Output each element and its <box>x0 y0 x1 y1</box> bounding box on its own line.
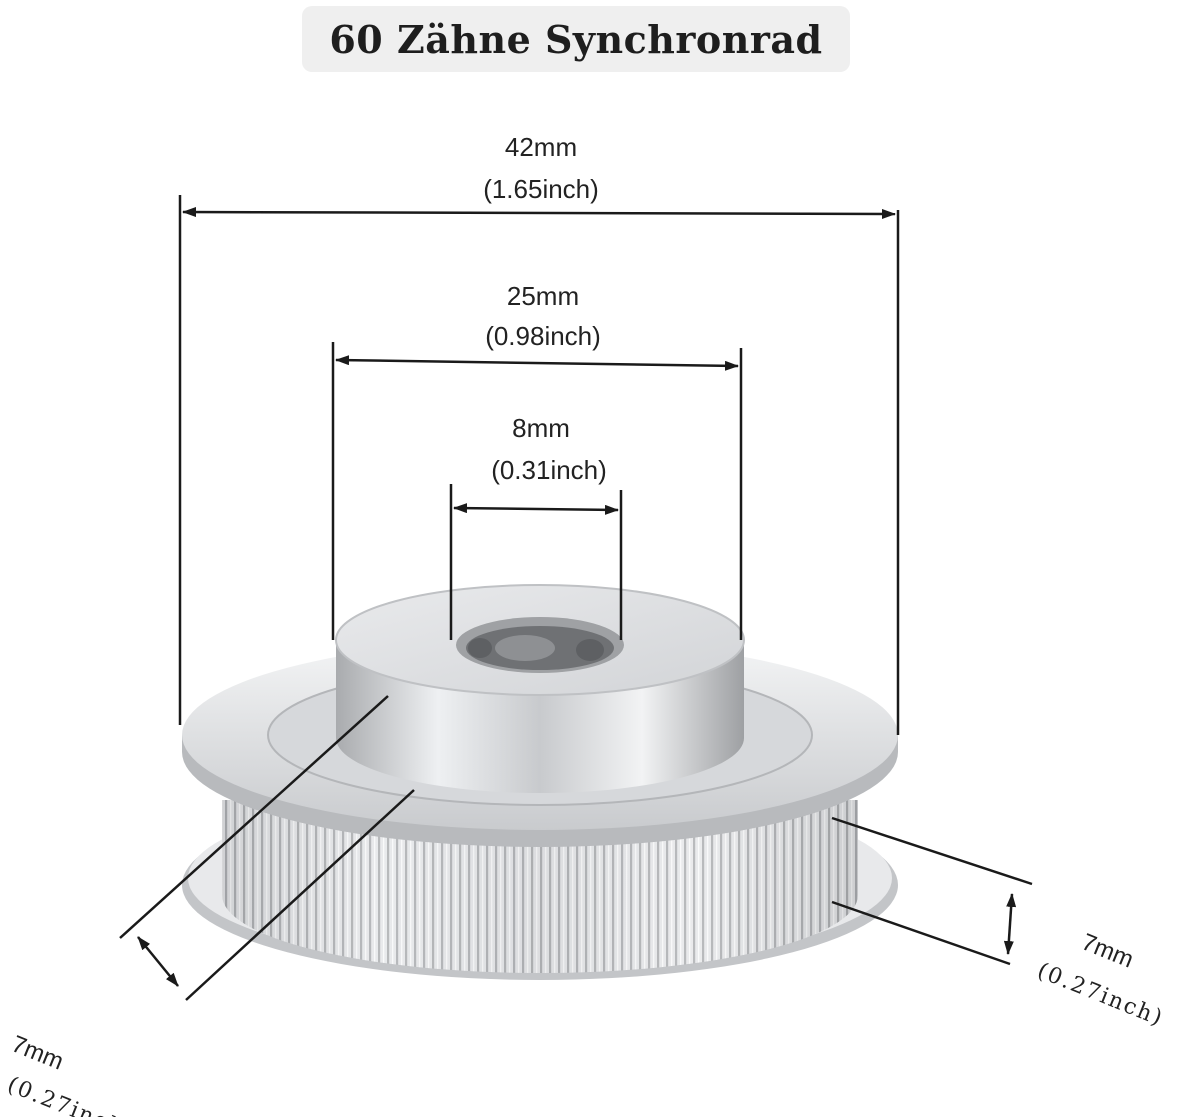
bore-diameter-mm: 8mm <box>512 413 570 443</box>
dimension-lines <box>119 195 1033 1001</box>
belt-width-ext-bottom <box>831 900 1011 966</box>
outer-diameter-arrow <box>182 207 896 219</box>
hub-height-mm: 7mm <box>8 1031 68 1076</box>
set-screw-hole-left <box>468 638 492 658</box>
hub-height-arrow <box>137 936 179 987</box>
belt-width-inch: (0.27inch) <box>1034 958 1167 1031</box>
outer-diameter-inch: (1.65inch) <box>483 174 599 204</box>
hub-diameter-mm: 25mm <box>507 281 579 311</box>
bore-diameter-inch: (0.31inch) <box>491 455 607 485</box>
hub-diameter-arrow <box>335 355 739 371</box>
set-screw-hole-right <box>576 639 604 661</box>
hub-diameter-inch: (0.98inch) <box>485 321 601 351</box>
belt-width-arrow <box>1003 893 1017 955</box>
bore-diameter-arrow <box>453 503 619 515</box>
belt-width-mm: 7mm <box>1078 929 1138 974</box>
hub-height-inch: (0.27inch) <box>4 1072 137 1117</box>
title-banner: 60 Zähne Synchronrad <box>302 6 850 72</box>
belt-width-ext-top <box>831 816 1033 886</box>
hub-height-ext-bottom <box>185 789 415 1001</box>
outer-diameter-mm: 42mm <box>505 132 577 162</box>
pulley-illustration <box>182 584 898 980</box>
page-title: 60 Zähne Synchronrad <box>329 16 823 62</box>
hub-height-ext-top <box>119 695 389 939</box>
